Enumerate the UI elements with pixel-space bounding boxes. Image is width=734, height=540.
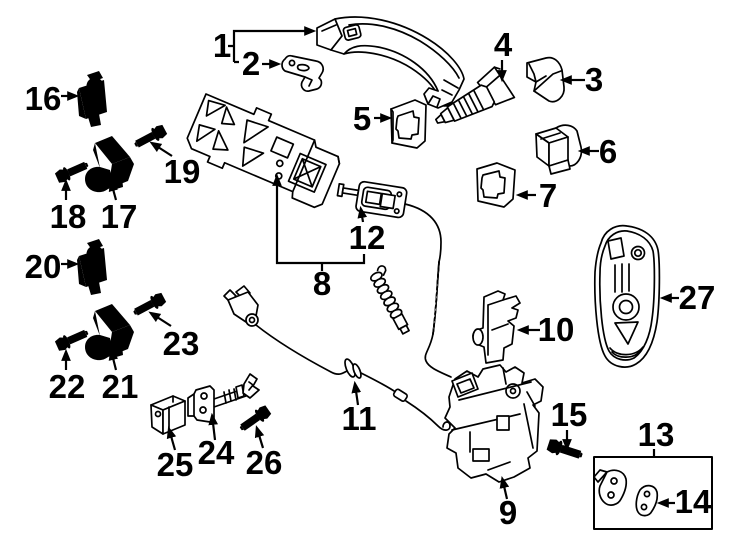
leader-23 xyxy=(148,311,172,327)
part-handle-end-cap xyxy=(526,56,565,103)
leader-25 xyxy=(166,426,177,451)
callout-17[interactable]: 17 xyxy=(101,198,138,235)
callout-13[interactable]: 13 xyxy=(638,416,675,453)
part-bolt-26 xyxy=(236,403,273,435)
part-lower-hinge-half xyxy=(77,239,107,295)
callout-4[interactable]: 4 xyxy=(494,26,513,63)
callout-2[interactable]: 2 xyxy=(242,45,260,82)
part-mounting-bracket xyxy=(472,290,521,364)
part-lock-cylinder xyxy=(434,66,516,124)
leader-24 xyxy=(208,412,219,441)
callout-15[interactable]: 15 xyxy=(551,396,588,433)
part-outer-door-handle xyxy=(316,16,465,109)
part-bolt-23 xyxy=(130,291,168,320)
part-release-cable xyxy=(223,285,451,431)
part-striker-shim-plates xyxy=(593,469,659,517)
callout-23[interactable]: 23 xyxy=(163,325,200,362)
part-lower-hinge-bracket xyxy=(85,304,134,361)
callout-16[interactable]: 16 xyxy=(25,80,62,117)
part-handle-gasket xyxy=(281,54,325,92)
leader-26 xyxy=(254,425,265,449)
leader-21 xyxy=(108,348,119,371)
callout-14[interactable]: 14 xyxy=(675,483,712,520)
callout-24[interactable]: 24 xyxy=(198,434,235,471)
callout-9[interactable]: 9 xyxy=(499,494,517,531)
callout-19[interactable]: 19 xyxy=(164,153,201,190)
callout-27[interactable]: 27 xyxy=(679,279,716,316)
callout-6[interactable]: 6 xyxy=(599,133,617,170)
part-wedge-buffer xyxy=(150,395,186,435)
callout-11[interactable]: 11 xyxy=(342,400,377,437)
part-door-lock-latch xyxy=(444,364,544,483)
part-cable-actuator xyxy=(336,180,452,378)
leader-11 xyxy=(351,380,362,406)
part-seal-plate-front xyxy=(390,99,427,149)
callout-22[interactable]: 22 xyxy=(49,368,86,405)
leader-1 xyxy=(232,26,317,62)
callout-21[interactable]: 21 xyxy=(102,368,139,405)
callout-10[interactable]: 10 xyxy=(538,311,575,348)
part-upper-hinge-bracket xyxy=(85,136,134,193)
part-handle-cap-rear xyxy=(535,124,583,175)
part-upper-hinge-half xyxy=(77,71,107,127)
part-seal-plate-rear xyxy=(476,162,516,208)
callout-26[interactable]: 26 xyxy=(246,444,283,481)
leader-8 xyxy=(272,173,366,265)
callout-3[interactable]: 3 xyxy=(585,61,603,98)
part-bolt-19 xyxy=(131,123,169,152)
leader-17 xyxy=(108,179,119,201)
part-handle-carrier-bracket xyxy=(186,93,341,209)
callout-5[interactable]: 5 xyxy=(353,100,371,137)
callout-25[interactable]: 25 xyxy=(157,446,194,483)
callout-12[interactable]: 12 xyxy=(349,219,386,256)
part-door-check xyxy=(187,373,260,423)
leader-19 xyxy=(149,141,173,157)
callout-20[interactable]: 20 xyxy=(25,248,62,285)
callouts: 1 2 3 4 5 6 7 8 9 10 11 12 13 14 15 16 1… xyxy=(25,26,716,531)
callout-1[interactable]: 1 xyxy=(213,27,231,64)
leader-lines xyxy=(61,26,679,508)
leader-12 xyxy=(357,205,368,223)
callout-7[interactable]: 7 xyxy=(539,177,557,214)
leader-9 xyxy=(499,475,510,500)
callout-8[interactable]: 8 xyxy=(313,265,331,302)
part-bolt-15 xyxy=(545,437,585,463)
callout-18[interactable]: 18 xyxy=(50,198,87,235)
part-lock-seal-gasket xyxy=(593,224,661,368)
part-linkage-bellows xyxy=(369,265,410,335)
